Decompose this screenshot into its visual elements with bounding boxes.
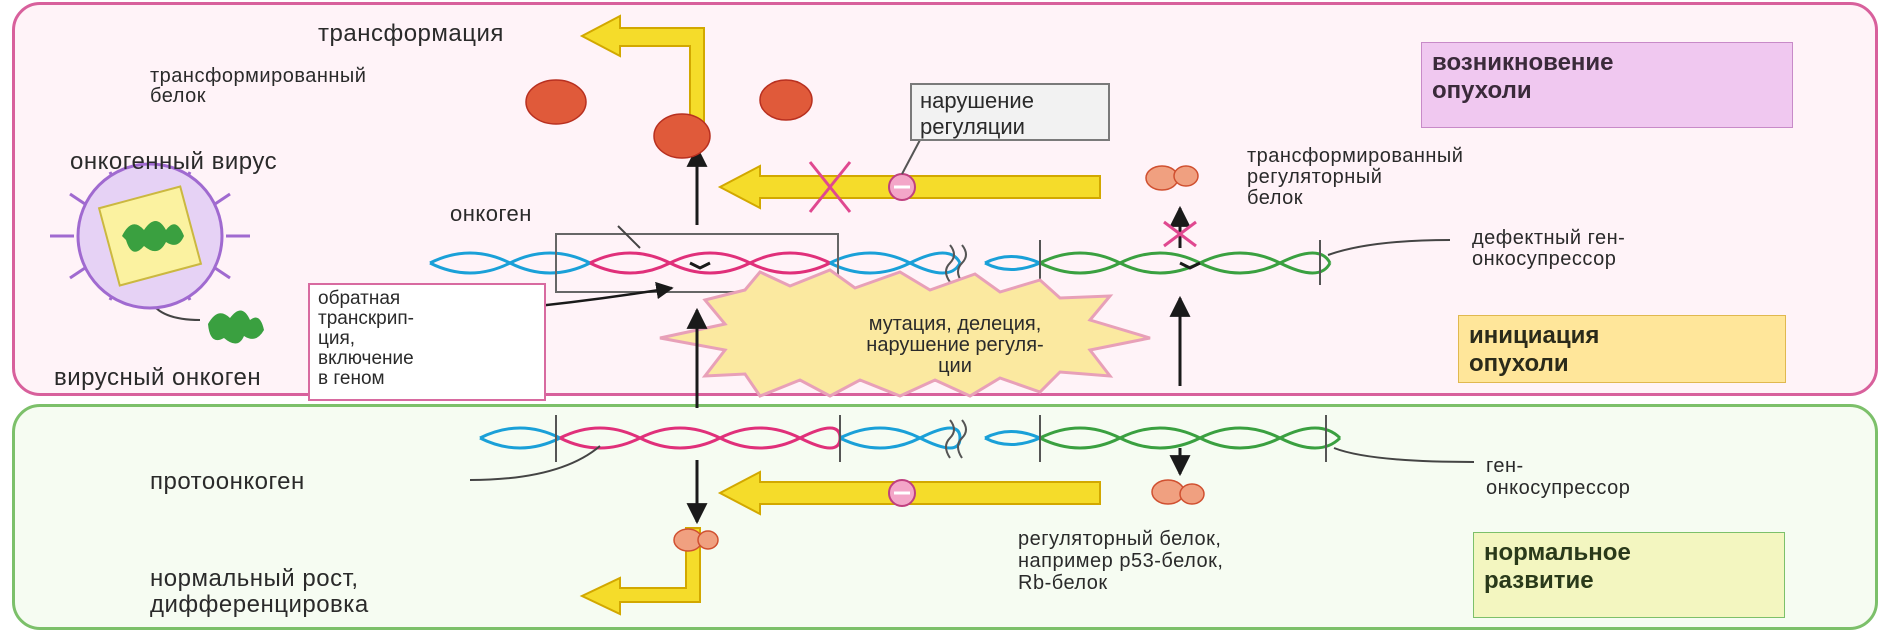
tumor-onset-box: возникновение опухоли bbox=[1421, 42, 1793, 128]
dna-lower-markers bbox=[556, 415, 1326, 462]
transformation-arrow bbox=[582, 16, 704, 128]
label-oncogene: онкоген bbox=[450, 202, 532, 226]
transformed-protein-cluster bbox=[526, 80, 812, 158]
label-oncogenic-virus: онкогенный вирус bbox=[70, 150, 277, 174]
transformed-regulatory-protein bbox=[1146, 166, 1198, 190]
dna-upper bbox=[430, 253, 1330, 273]
viral-oncogene-coil bbox=[208, 310, 264, 343]
label-protooncogene: протоонкоген bbox=[150, 470, 305, 494]
label-suppressor-gene: ген- онкосупрессор bbox=[1486, 455, 1630, 499]
normal-development-box: нормальное развитие bbox=[1473, 532, 1785, 618]
reverse-transcription-box: обратная транскрип- ция, включение в ген… bbox=[308, 283, 546, 401]
misregulation-box: нарушение регуляции bbox=[910, 83, 1110, 141]
regulatory-protein bbox=[1152, 480, 1204, 504]
minus-sign-top bbox=[889, 174, 915, 200]
oncogenic-virus bbox=[50, 164, 250, 308]
label-normal-growth: нормальный рост, дифференцировка bbox=[150, 566, 369, 618]
tumor-initiation-box: инициация опухоли bbox=[1458, 315, 1786, 383]
mutation-text: мутация, делеция, нарушение регуля- ции bbox=[750, 314, 1160, 377]
label-defective-suppressor: дефектный ген- онкосупрессор bbox=[1472, 228, 1625, 270]
label-regulatory-protein: регуляторный белок, например р53-белок, … bbox=[1018, 528, 1223, 594]
label-viral-oncogene: вирусный онкоген bbox=[54, 366, 261, 390]
minus-sign-bottom bbox=[889, 480, 915, 506]
normal-protein bbox=[674, 529, 718, 551]
dna-lower bbox=[480, 428, 1340, 448]
label-transformed-regulatory-protein: трансформированный регуляторный белок bbox=[1247, 146, 1463, 209]
label-transformed-protein: трансформированный белок bbox=[150, 66, 366, 106]
label-transformation: трансформация bbox=[318, 22, 504, 46]
